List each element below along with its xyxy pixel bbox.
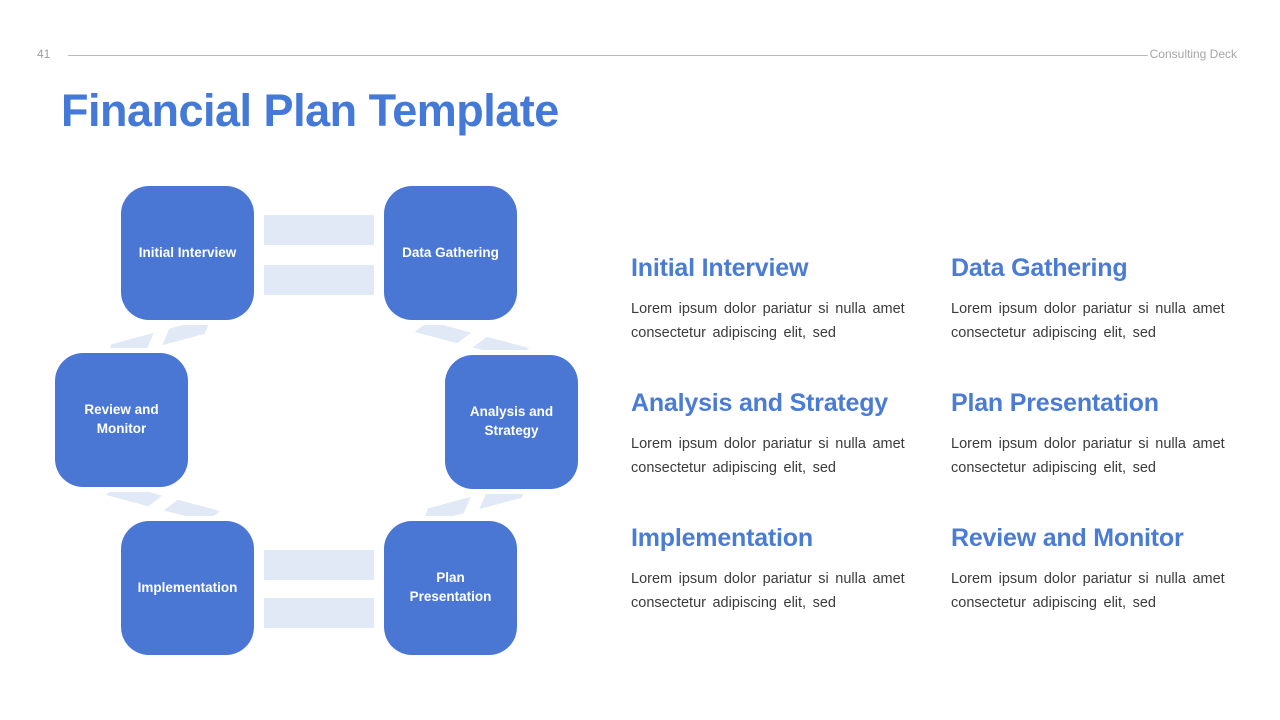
section-body-line: Lorem ipsum dolor pariatur si nulla amet bbox=[631, 571, 905, 587]
section-title: Data Gathering bbox=[951, 254, 1128, 282]
section-title: Initial Interview bbox=[631, 254, 809, 282]
section-body-line: Lorem ipsum dolor pariatur si nulla amet bbox=[951, 301, 1225, 317]
connector-band bbox=[105, 484, 163, 507]
diagram-box-analysis-strategy: Analysis and Strategy bbox=[445, 355, 578, 489]
brand-label: Consulting Deck bbox=[1149, 47, 1237, 61]
slide-title: Financial Plan Template bbox=[61, 85, 559, 136]
connector-top-bar-2 bbox=[264, 265, 374, 295]
section-body-line: consectetur adipiscing elit, sed bbox=[631, 460, 836, 476]
section-initial-interview: Initial Interview Lorem ipsum dolor pari… bbox=[631, 254, 931, 345]
section-body-line: consectetur adipiscing elit, sed bbox=[631, 595, 836, 611]
connector-top-bar-1 bbox=[264, 215, 374, 245]
diagram-box-implementation: Implementation bbox=[121, 521, 254, 655]
connector-bottom-bar-1 bbox=[264, 550, 374, 580]
section-implementation: Implementation Lorem ipsum dolor pariatu… bbox=[631, 524, 931, 615]
diagram-box-initial-interview: Initial Interview bbox=[121, 186, 254, 320]
section-body-line: Lorem ipsum dolor pariatur si nulla amet bbox=[951, 571, 1225, 587]
connector-band bbox=[163, 499, 221, 522]
section-title: Plan Presentation bbox=[951, 389, 1159, 417]
diagram-box-data-gathering: Data Gathering bbox=[384, 186, 517, 320]
section-body-line: Lorem ipsum dolor pariatur si nulla amet bbox=[631, 436, 905, 452]
header-divider bbox=[68, 55, 1148, 56]
section-title: Review and Monitor bbox=[951, 524, 1184, 552]
section-body-line: consectetur adipiscing elit, sed bbox=[951, 325, 1156, 341]
connector-band bbox=[162, 317, 212, 346]
section-title: Analysis and Strategy bbox=[631, 389, 889, 417]
process-cycle-diagram: Initial Interview Data Gathering Review … bbox=[55, 186, 578, 655]
section-body-line: consectetur adipiscing elit, sed bbox=[951, 595, 1156, 611]
section-body-line: Lorem ipsum dolor pariatur si nulla amet bbox=[631, 301, 905, 317]
connector-bottom-left bbox=[105, 483, 221, 523]
section-title: Implementation bbox=[631, 524, 813, 552]
section-data-gathering: Data Gathering Lorem ipsum dolor pariatu… bbox=[951, 254, 1251, 345]
section-body-line: consectetur adipiscing elit, sed bbox=[631, 325, 836, 341]
section-body-line: Lorem ipsum dolor pariatur si nulla amet bbox=[951, 436, 1225, 452]
connector-band bbox=[414, 321, 472, 344]
section-body-line: consectetur adipiscing elit, sed bbox=[951, 460, 1156, 476]
diagram-box-review-and-monitor: Review and Monitor bbox=[55, 353, 188, 487]
section-analysis-strategy: Analysis and Strategy Lorem ipsum dolor … bbox=[631, 389, 931, 480]
connector-bottom-bar-2 bbox=[264, 598, 374, 628]
section-review-monitor: Review and Monitor Lorem ipsum dolor par… bbox=[951, 524, 1251, 615]
page-number: 41 bbox=[37, 47, 51, 61]
diagram-box-plan-presentation: Plan Presentation bbox=[384, 521, 517, 655]
section-plan-presentation: Plan Presentation Lorem ipsum dolor pari… bbox=[951, 389, 1251, 480]
